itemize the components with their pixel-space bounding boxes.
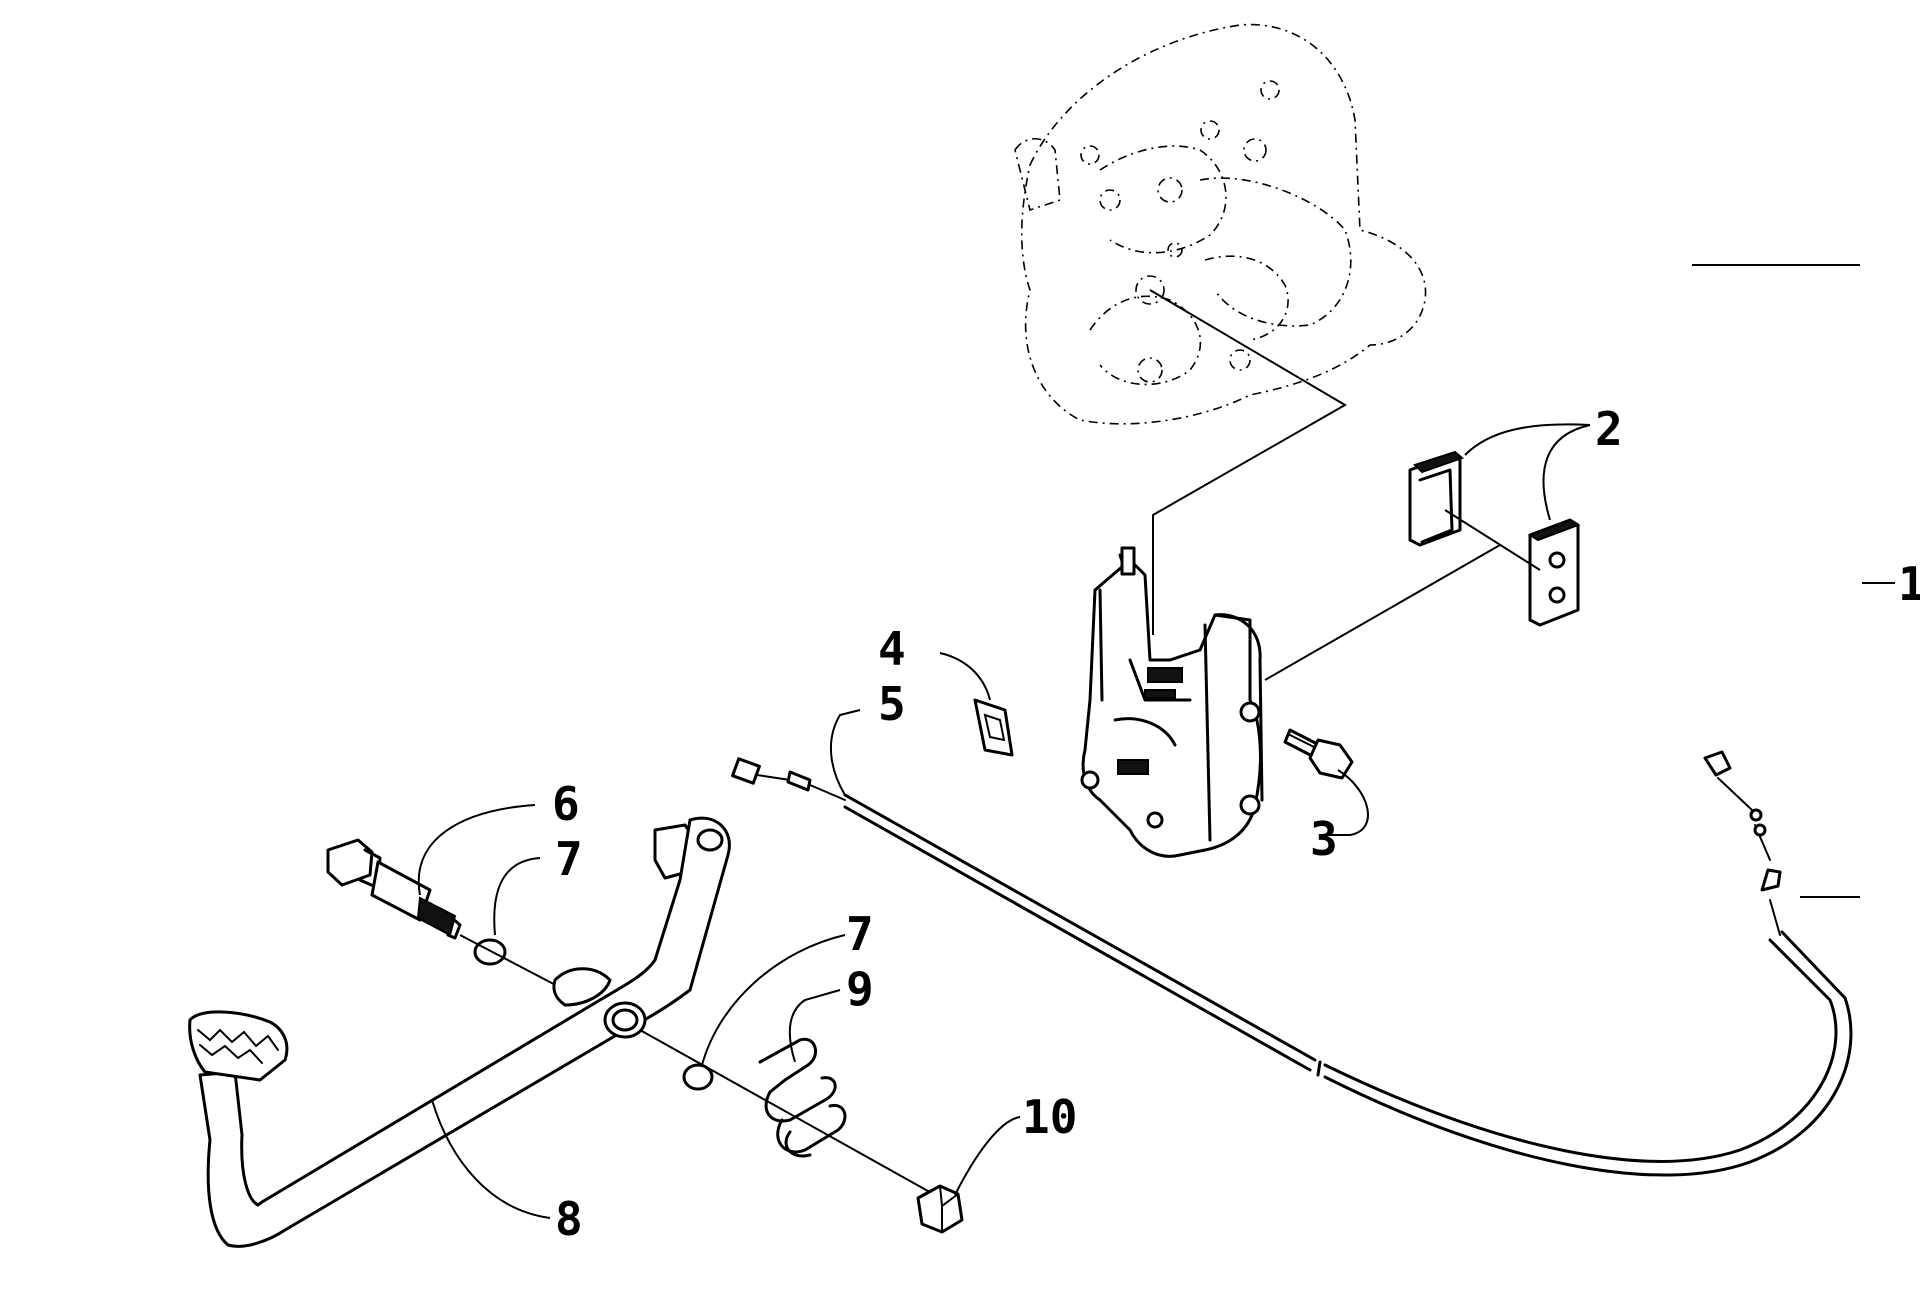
brake-cable xyxy=(731,757,1322,1077)
cable-right-section xyxy=(1323,750,1853,1177)
callout-1: 1 xyxy=(1898,557,1920,611)
callout-8: 8 xyxy=(555,1192,583,1246)
callout-6: 6 xyxy=(552,777,580,831)
pad-to-caliper-line xyxy=(1264,544,1501,681)
engine-housing-phantom xyxy=(1014,23,1427,425)
pivot-axis-upper xyxy=(459,934,566,991)
caliper-bolt xyxy=(1283,728,1354,780)
callout-5: 5 xyxy=(878,677,906,731)
callout-9: 9 xyxy=(846,962,874,1016)
callout-2: 2 xyxy=(1595,402,1623,456)
brake-caliper xyxy=(1080,546,1264,858)
callout-leaders xyxy=(417,264,1895,1219)
pivot-bolt xyxy=(326,838,462,940)
callout-7-upper: 7 xyxy=(555,832,583,886)
callout-labels: 1 2 3 4 5 6 7 7 8 9 10 xyxy=(552,402,1920,1246)
lock-nut xyxy=(916,1184,964,1234)
brake-pedal xyxy=(188,816,731,1248)
callout-4: 4 xyxy=(878,622,906,676)
callout-10: 10 xyxy=(1022,1090,1077,1144)
o-ring-upper xyxy=(473,938,507,966)
pad-alignment-line xyxy=(1444,509,1541,571)
brake-pads xyxy=(1408,450,1581,627)
callout-3: 3 xyxy=(1310,812,1338,866)
pivot-axis-lower xyxy=(639,1029,936,1196)
retaining-clip xyxy=(973,698,1014,757)
o-ring-lower xyxy=(682,1063,714,1091)
callout-7-lower: 7 xyxy=(846,907,874,961)
return-spring xyxy=(758,1037,847,1158)
housing-to-caliper-leader xyxy=(1149,289,1347,635)
